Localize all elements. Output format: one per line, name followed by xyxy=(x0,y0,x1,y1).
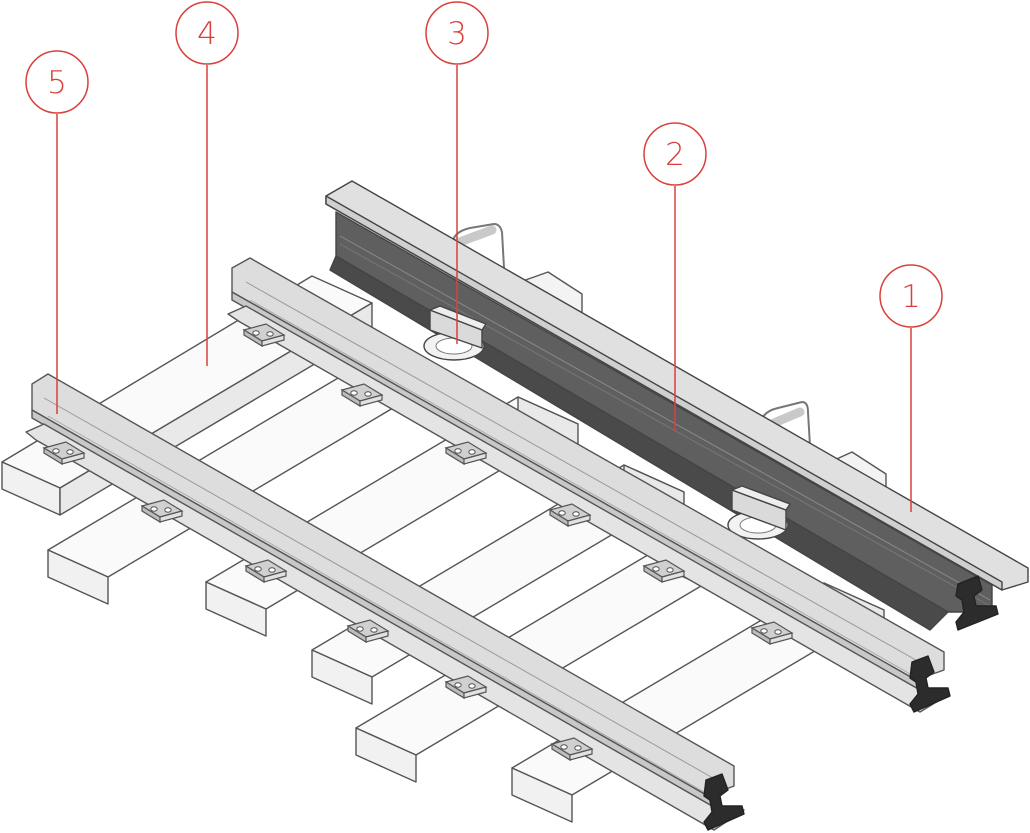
callout-2: 2 xyxy=(643,122,707,432)
outer-running-rail xyxy=(25,373,745,831)
inner-running-rail xyxy=(227,257,951,713)
callout-4-label: 4 xyxy=(197,16,217,52)
sleeper-2 xyxy=(47,364,421,605)
callout-2-label: 2 xyxy=(665,137,685,173)
guard-rail xyxy=(325,180,1029,631)
callout-3: 3 xyxy=(425,1,489,344)
guard-rail-bracket-upper xyxy=(449,223,505,269)
guard-rail-support-upper xyxy=(423,305,487,361)
callout-1-label: 1 xyxy=(901,279,921,315)
callouts: 1 2 3 4 5 xyxy=(25,1,943,512)
guard-rail-end-profile xyxy=(955,575,999,631)
callout-5-label: 5 xyxy=(47,65,67,101)
guard-rail-support-lower xyxy=(727,485,791,540)
callout-1: 1 xyxy=(879,264,943,512)
inner-rail-end-profile xyxy=(909,655,951,713)
outer-rail-end-profile xyxy=(703,773,745,831)
callout-4: 4 xyxy=(175,1,239,366)
callout-5: 5 xyxy=(25,50,89,414)
callout-3-label: 3 xyxy=(447,16,467,52)
